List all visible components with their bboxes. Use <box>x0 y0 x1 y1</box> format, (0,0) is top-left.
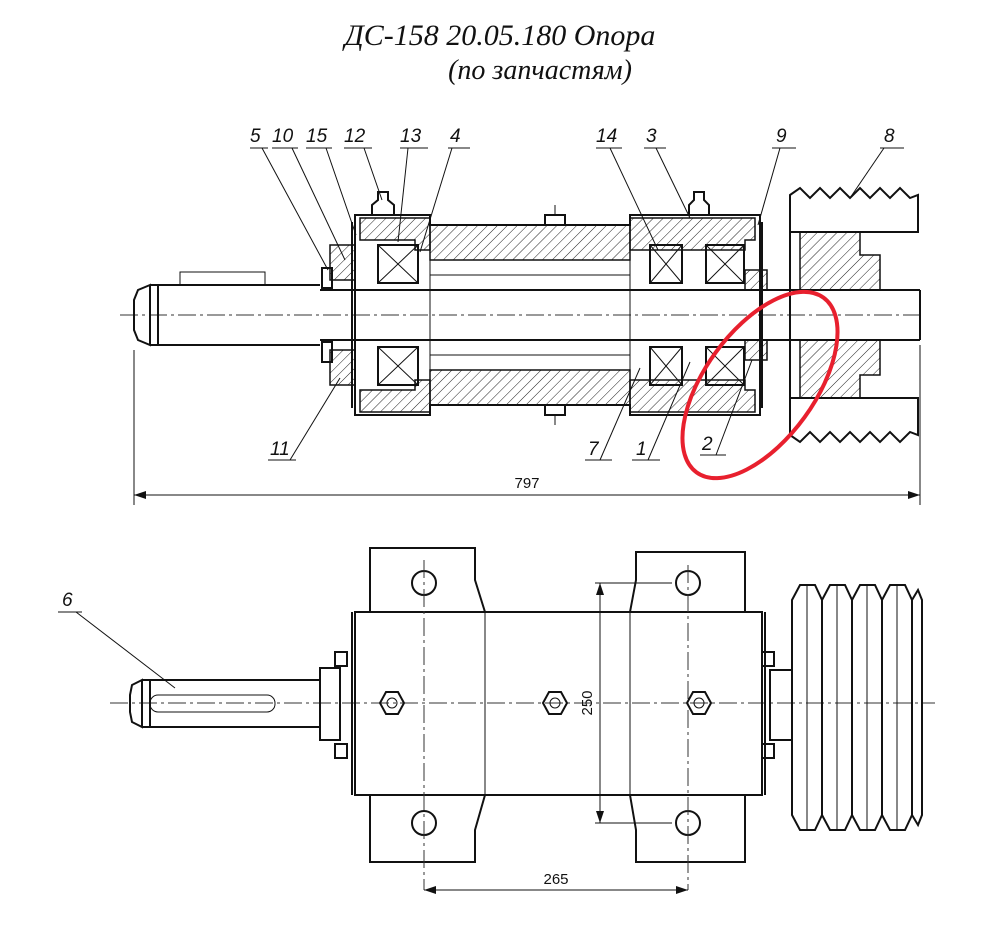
dim-mount-spacing: 265 <box>543 871 568 888</box>
title-block: ДС-158 20.05.180 Опора (по запчастям) <box>0 18 1000 88</box>
callout-1: 1 <box>636 439 647 460</box>
callouts-bottom: 11 7 1 2 <box>268 359 753 461</box>
callout-15: 15 <box>306 126 328 147</box>
dim-mount-height: 250 <box>579 690 596 715</box>
callout-9: 9 <box>776 126 787 147</box>
pulley-section <box>789 186 919 444</box>
callout-13: 13 <box>400 126 422 147</box>
callout-11: 11 <box>270 439 290 460</box>
plan-view: 250 265 6 <box>58 547 935 894</box>
callout-3: 3 <box>646 126 657 147</box>
drawing-title: ДС-158 20.05.180 Опора <box>344 19 656 52</box>
callout-2: 2 <box>701 434 713 455</box>
callout-10: 10 <box>272 126 294 147</box>
callout-8: 8 <box>884 126 895 147</box>
bearing-right <box>649 244 745 386</box>
callouts-top: 5 10 15 12 13 4 14 3 9 8 <box>250 126 904 271</box>
callout-6: 6 <box>62 590 73 611</box>
callout-5: 5 <box>250 126 261 147</box>
drawing-subtitle: (по запчастям) <box>448 55 632 86</box>
callout-12: 12 <box>344 126 366 147</box>
callout-14: 14 <box>596 126 617 147</box>
highlight-ellipse <box>680 289 840 481</box>
callout-4: 4 <box>450 126 461 147</box>
callout-7: 7 <box>588 439 600 460</box>
bearing-left <box>377 244 419 386</box>
dim-overall-length: 797 <box>514 475 539 492</box>
section-view: 797 <box>120 186 925 505</box>
pulley-plan <box>791 584 923 831</box>
